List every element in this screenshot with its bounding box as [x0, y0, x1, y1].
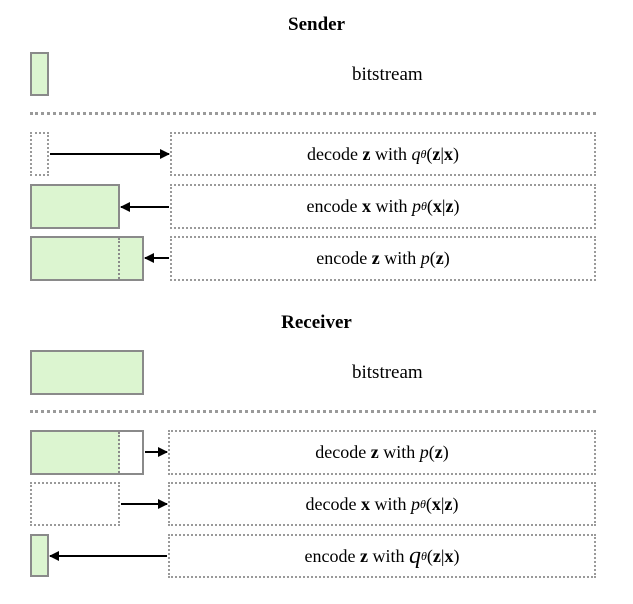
- step-verb: decode: [307, 143, 358, 164]
- step-dist: p: [419, 442, 429, 462]
- sender-step3-state: [30, 236, 144, 281]
- step-var: x: [361, 196, 371, 216]
- sender-bitstream-label: bitstream: [352, 64, 423, 85]
- step-with: with: [372, 545, 405, 566]
- step-args: (x|z): [426, 196, 460, 216]
- step-var: z: [370, 442, 379, 462]
- sender-step2-state: [30, 184, 120, 229]
- sender-separator: [30, 112, 596, 115]
- step-dist: p: [410, 493, 420, 514]
- step-dist: p: [420, 248, 430, 268]
- sender-bitstream-block: [30, 52, 49, 96]
- step-args: (z): [429, 248, 450, 268]
- step-args: (z): [428, 442, 449, 462]
- block-divider: [118, 432, 120, 473]
- step-args: (z|x): [426, 545, 460, 566]
- step-with: with: [375, 196, 408, 216]
- step-sub: θ: [420, 146, 427, 161]
- receiver-step2-state: [30, 482, 120, 526]
- receiver-step1-state: [30, 430, 144, 475]
- step-var: z: [362, 143, 371, 164]
- step-dist: q: [411, 143, 421, 164]
- step-with: with: [383, 442, 416, 462]
- step-with: with: [374, 143, 407, 164]
- step-with: with: [384, 248, 417, 268]
- receiver-step3-state: [30, 534, 49, 577]
- step-var: z: [359, 545, 368, 566]
- receiver-step1-label: decode z with p(z): [168, 430, 596, 475]
- sender-step3-label: encode z with p(z): [170, 236, 596, 281]
- step-dist: q: [408, 542, 421, 569]
- sender-step1-state: [30, 132, 49, 176]
- receiver-bitstream-label: bitstream: [352, 362, 423, 383]
- step-verb: encode: [316, 248, 368, 268]
- block-divider: [118, 238, 120, 279]
- step-var: z: [371, 248, 380, 268]
- step-sub: θ: [420, 199, 427, 213]
- step-verb: decode: [305, 493, 357, 514]
- receiver-separator: [30, 410, 596, 413]
- step-sub: θ: [419, 496, 426, 511]
- step-verb: encode: [304, 545, 356, 566]
- receiver-bitstream-block: [30, 350, 144, 395]
- step-args: (z|x): [426, 143, 459, 164]
- step-dist: p: [411, 196, 421, 216]
- receiver-title: Receiver: [281, 312, 352, 333]
- step-with: with: [374, 493, 407, 514]
- step-var: x: [360, 493, 370, 514]
- step-sub: θ: [420, 548, 427, 563]
- step-verb: encode: [306, 196, 358, 216]
- step-args: (x|z): [425, 493, 459, 514]
- sender-title: Sender: [288, 14, 345, 35]
- step-verb: decode: [315, 442, 367, 462]
